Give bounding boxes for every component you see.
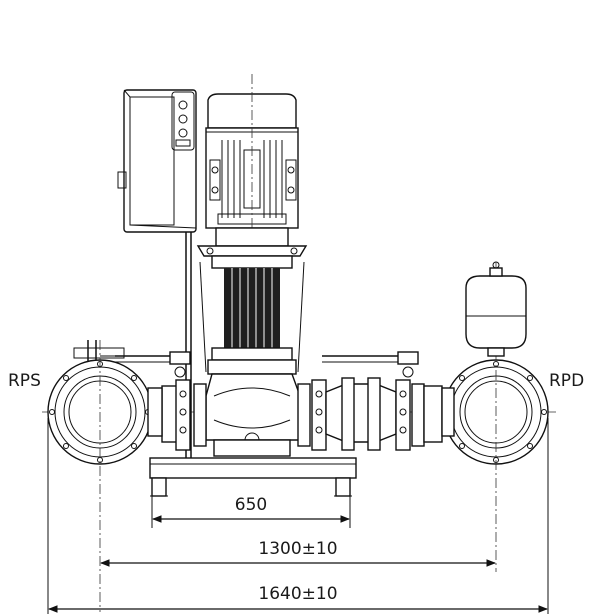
pump-motor	[205, 93, 299, 229]
dimension-center-distance: 1300±10	[258, 539, 337, 559]
inlet-flange-assembly	[115, 351, 207, 451]
pressure-vessel	[465, 261, 527, 357]
discharge-manifold	[441, 359, 549, 465]
outlet-valve-assembly	[297, 351, 443, 451]
pump-stage-housing	[196, 227, 308, 375]
suction-label: RPS	[8, 371, 41, 391]
pump-body	[205, 373, 301, 457]
control-box	[117, 89, 197, 233]
dimension-frame-width: 650	[235, 495, 267, 515]
suction-manifold	[47, 340, 170, 465]
base-frame	[149, 457, 357, 497]
discharge-label: RPD	[549, 371, 584, 391]
dimension-overall-width: 1640±10	[258, 584, 337, 604]
